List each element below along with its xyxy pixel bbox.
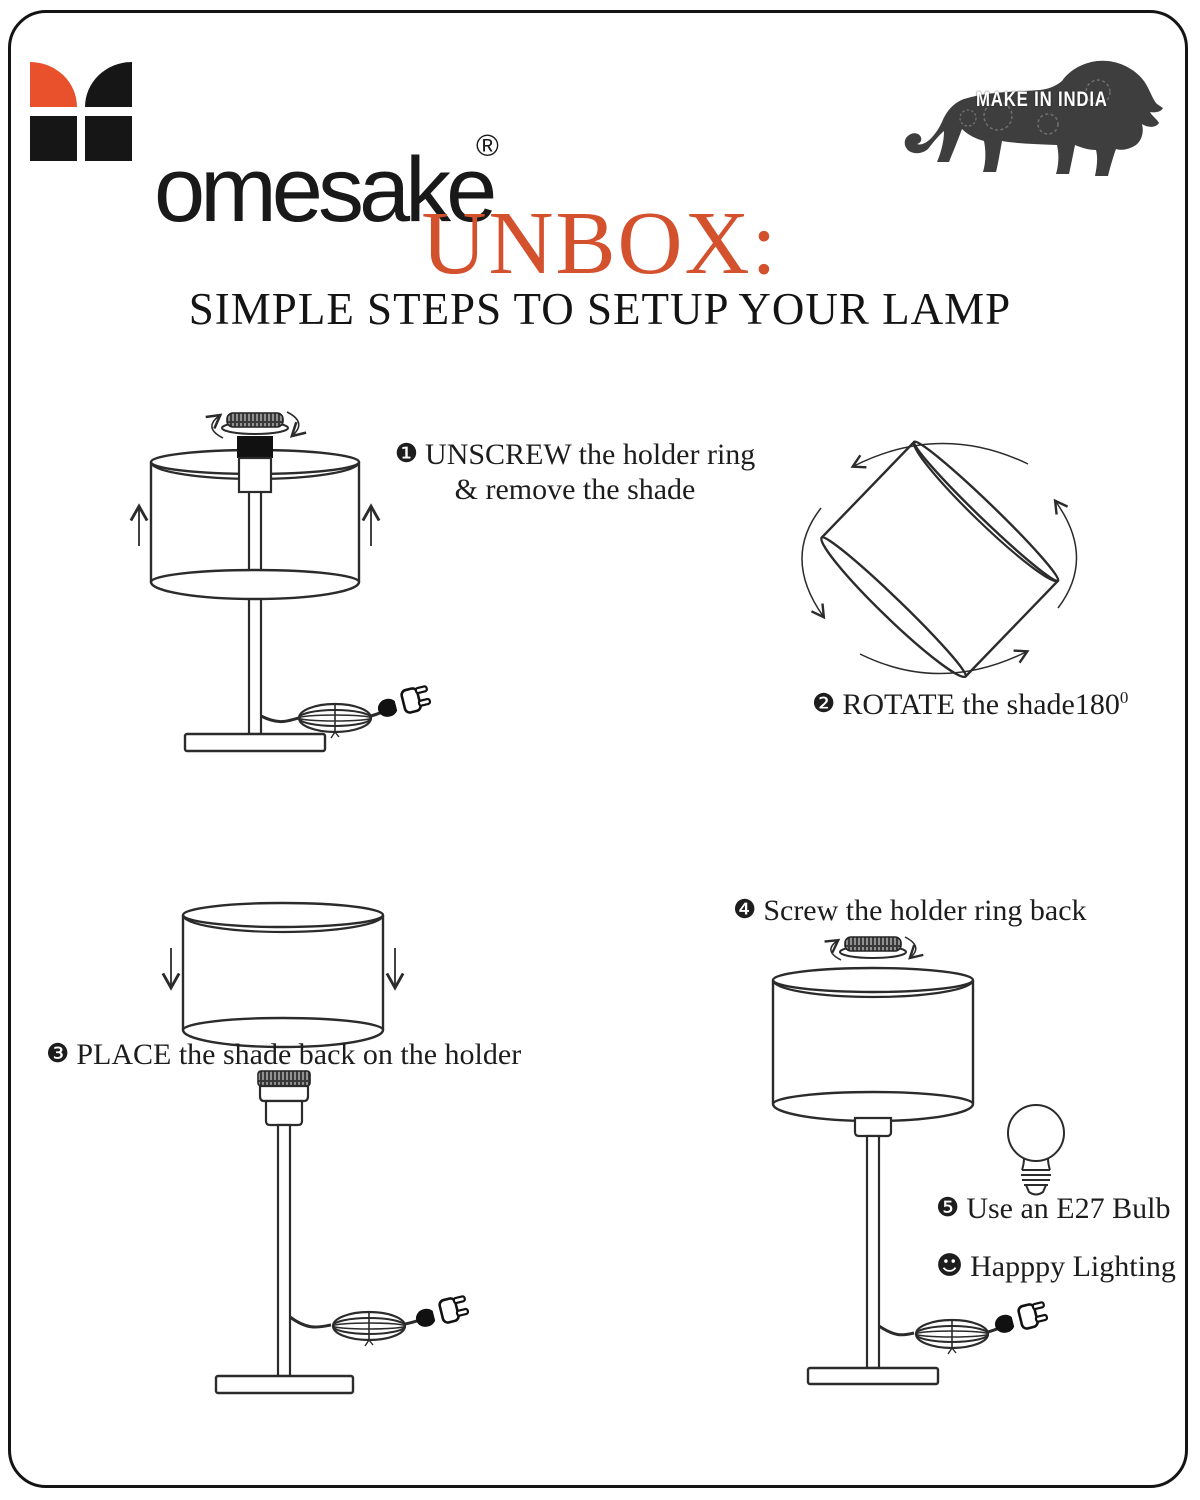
page-subtitle: SIMPLE STEPS TO SETUP YOUR LAMP: [188, 284, 1012, 334]
step4-text: Screw the holder ring back: [763, 894, 1087, 927]
step2-number-badge: ❷: [812, 689, 836, 719]
lion-icon: [904, 60, 1163, 176]
lamp-base-illustration: [214, 1070, 471, 1395]
make-in-india-logo: MAKE IN INDIA: [898, 52, 1166, 184]
step5-number-badge: ❺: [936, 1193, 960, 1223]
brand-wordmark: omesake: [154, 139, 497, 241]
smiley-icon: ☻: [936, 1251, 964, 1281]
step2-degrees: 180: [1074, 688, 1120, 721]
page-title: UNBOX:: [421, 194, 779, 293]
logo-block-black-bottom-right: [85, 116, 132, 161]
step1-text: UNSCREW the holder ring: [425, 438, 756, 471]
step3-text: PLACE the shade back on the holder: [76, 1038, 522, 1071]
logo-block-black-top: [85, 62, 132, 107]
logo-block-black-bottom-left: [30, 116, 77, 161]
step6-caption: ☻Happpy Lighting: [936, 1250, 1176, 1284]
assembled-lamp-illustration: [771, 936, 1050, 1386]
bulb-icon: [1007, 1104, 1065, 1196]
shade-rotate-illustration: [801, 440, 1078, 679]
step2-text: ROTATE the shade: [842, 688, 1075, 721]
step3-number-badge: ❸: [46, 1039, 70, 1069]
registered-trademark-icon: ®: [476, 128, 499, 163]
make-in-india-label: MAKE IN INDIA: [976, 88, 1108, 111]
step4-number-badge: ❹: [733, 895, 757, 925]
step1-number-badge: ❶: [394, 439, 419, 469]
homesake-logo-mark-icon: [30, 62, 134, 162]
step1-text-line2: & remove the shade: [454, 473, 696, 506]
step2-degrees-sup: 0: [1119, 688, 1129, 707]
lamp-unscrew-illustration: [129, 411, 433, 753]
step5-text: Use an E27 Bulb: [966, 1192, 1171, 1225]
homesake-logo: omesake ®: [30, 62, 500, 236]
step6-text: Happpy Lighting: [970, 1250, 1176, 1283]
shade-place-illustration: [161, 901, 405, 1049]
logo-block-orange: [30, 62, 77, 107]
